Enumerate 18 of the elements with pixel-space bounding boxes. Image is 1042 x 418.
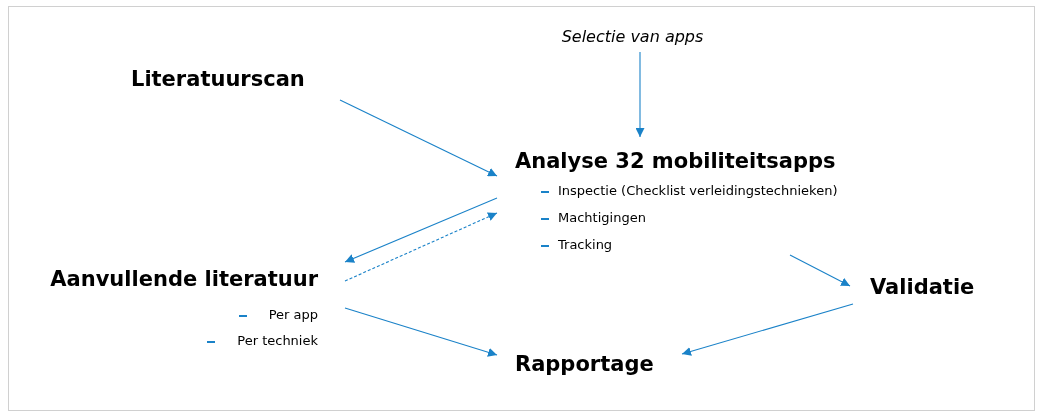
- bullet-item: Inspectie (Checklist verleidingstechnieken): [558, 182, 838, 200]
- bullet-item: Tracking: [558, 236, 613, 254]
- input-label: Selectie van apps: [560, 26, 705, 48]
- bullet-item: Machtigingen: [558, 209, 646, 227]
- dashed-arrow: [344, 212, 498, 282]
- step-heading: Rapportage: [515, 351, 654, 377]
- arrow: [344, 307, 498, 357]
- arrow: [344, 197, 498, 263]
- step-heading: Literatuurscan: [131, 66, 305, 92]
- step-heading: Aanvullende literatuur: [50, 266, 318, 292]
- arrow: [635, 51, 645, 138]
- arrow: [681, 303, 854, 356]
- bullet-item: Per techniek: [237, 332, 318, 350]
- arrow: [339, 99, 498, 177]
- arrow: [789, 254, 851, 287]
- bullet-item: Per app: [268, 306, 318, 324]
- step-heading: Validatie: [870, 274, 975, 300]
- step-heading: Analyse 32 mobiliteitsapps: [515, 148, 836, 174]
